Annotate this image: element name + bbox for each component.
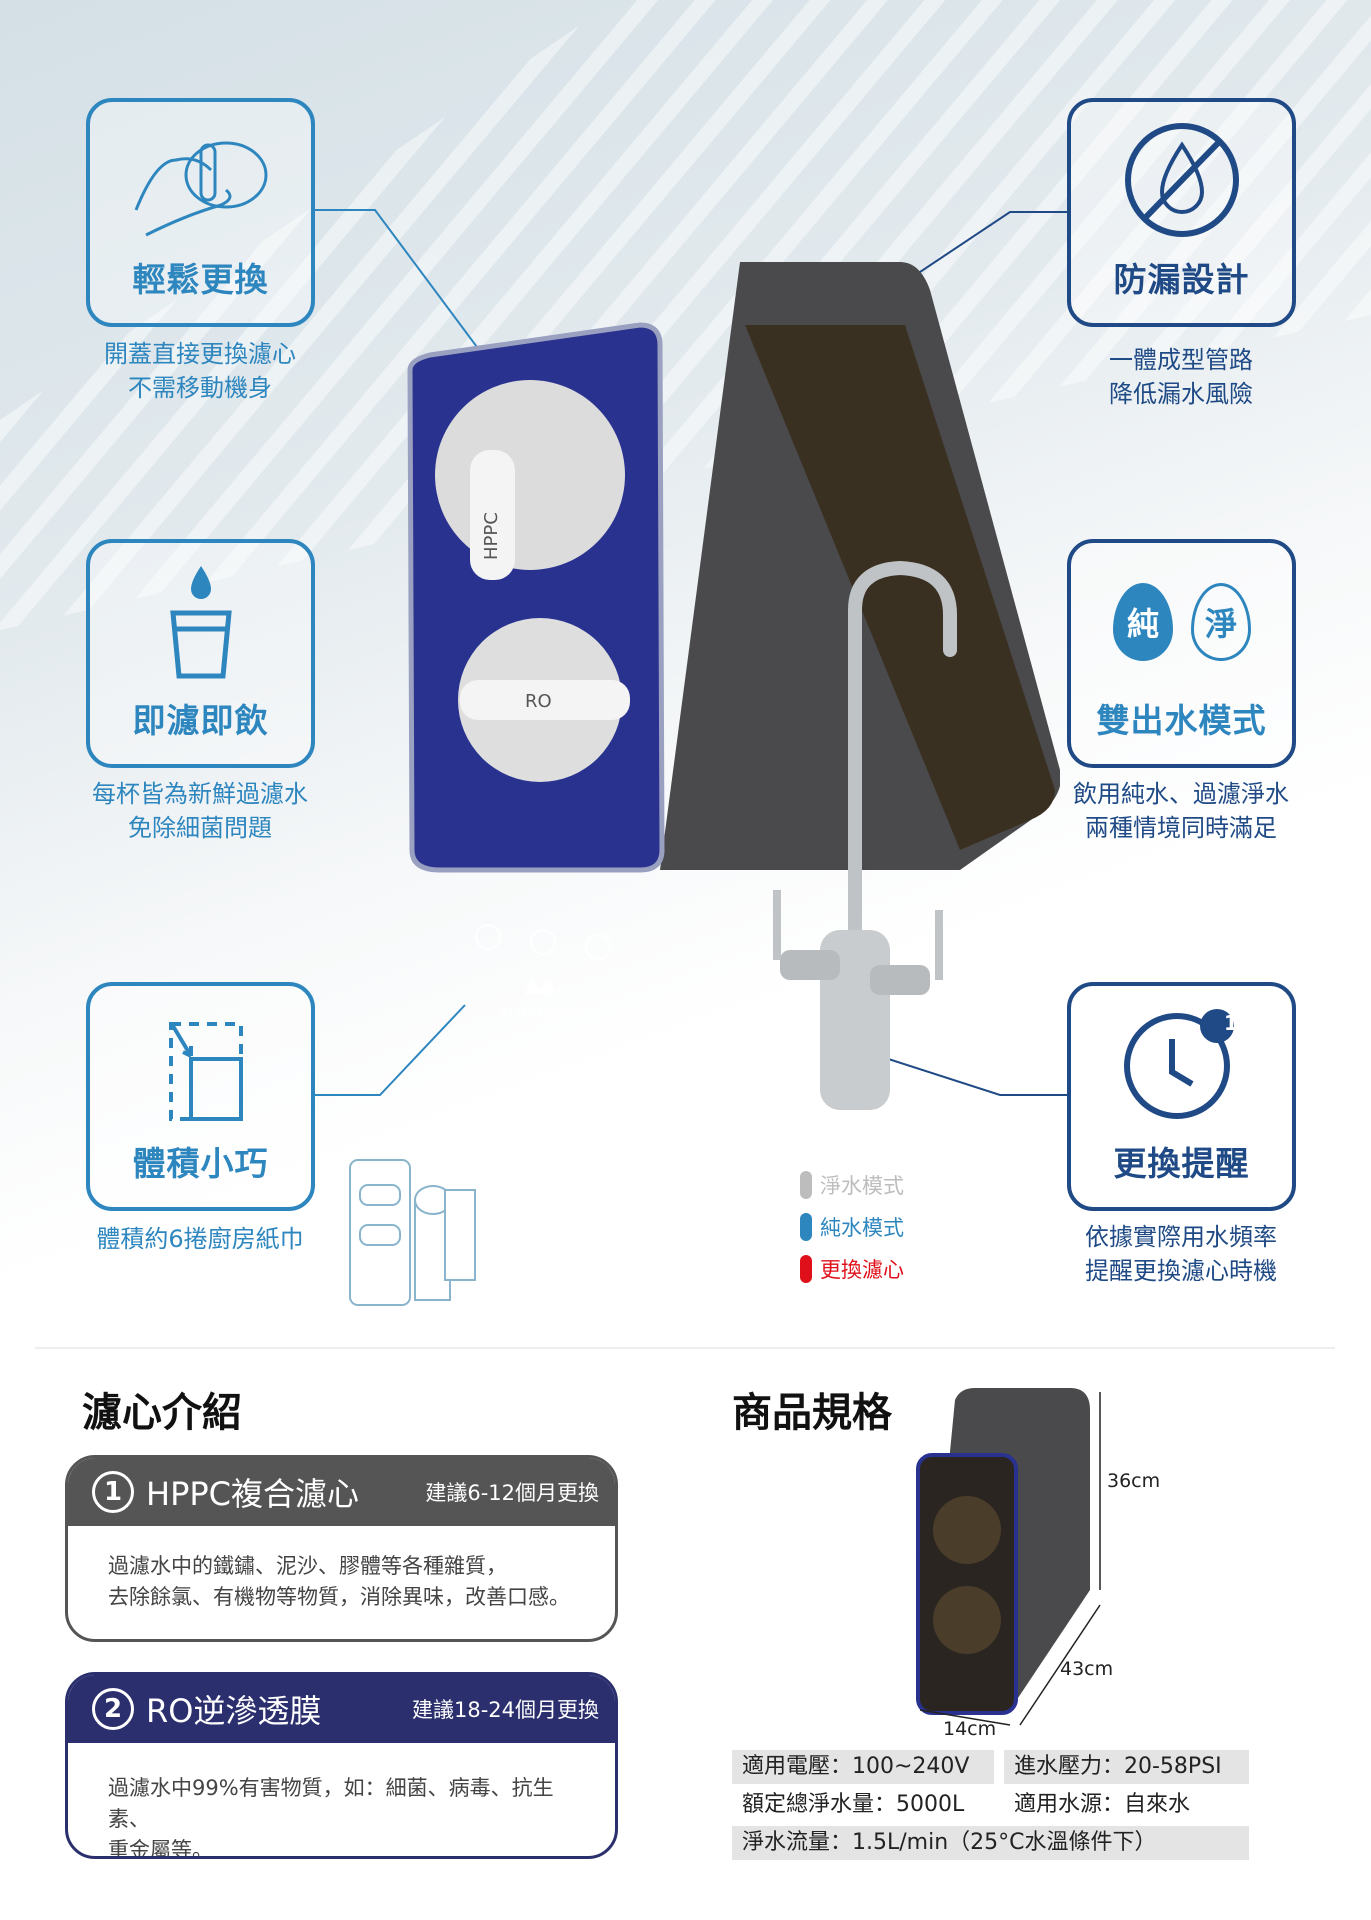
- feature-title: 輕鬆更換: [132, 260, 269, 299]
- feature-card-easy-replace: 輕鬆更換: [86, 98, 315, 327]
- clock-reminder-icon: [1123, 1009, 1234, 1119]
- feature-title: 更換提醒: [1113, 1144, 1250, 1183]
- filters-title: 濾心介紹: [82, 1390, 242, 1436]
- feature-desc: 體積約6捲廚房紙巾: [96, 1225, 304, 1253]
- feature-title: 雙出水模式: [1096, 701, 1267, 740]
- hero-background: [0, 0, 1371, 1340]
- water-cup-icon: [169, 566, 232, 679]
- spec-pressure: 進水壓力：20-58PSI: [1004, 1750, 1249, 1784]
- reminder-badge: 1: [1224, 1011, 1238, 1035]
- feature-desc: 飲用純水、過濾淨水兩種情境同時滿足: [1073, 780, 1289, 842]
- filtered-water-badge: 淨: [1191, 583, 1251, 661]
- specs-title: 商品規格: [732, 1390, 892, 1436]
- width-dimension: 14cm: [943, 1718, 997, 1740]
- no-leak-icon: [1124, 123, 1239, 237]
- feature-card-leak-proof: 防漏設計: [1067, 98, 1296, 327]
- section-divider: [35, 1347, 1335, 1349]
- feature-desc: 開蓋直接更換濾心不需移動機身: [104, 340, 296, 402]
- feature-desc: 依據實際用水頻率提醒更換濾心時機: [1085, 1223, 1277, 1285]
- hppc-label: HPPC: [481, 512, 502, 560]
- hppc-button-icon: [475, 924, 501, 950]
- ro-button-icon: [530, 929, 556, 955]
- feature-desc: 每杯皆為新鮮過濾水免除細菌問題: [92, 780, 308, 842]
- feature-title: 即濾即飲: [132, 701, 269, 740]
- height-dimension: 36cm: [1107, 1470, 1161, 1492]
- depth-dimension: 43cm: [1060, 1658, 1114, 1680]
- legend-item: 純水模式: [800, 1212, 904, 1242]
- feature-card-reminder: 1 更換提醒: [1067, 982, 1296, 1211]
- legend-item: 更換濾心: [800, 1254, 904, 1284]
- hand-twist-icon: [134, 141, 267, 237]
- paper-towel-outline-icon: [349, 1159, 476, 1306]
- power-button-icon: [585, 934, 611, 960]
- hppc-filter-cap: [435, 380, 625, 570]
- spec-water-source: 適用水源：自來水: [1014, 1792, 1191, 1817]
- faucet: [848, 560, 957, 997]
- spec-flow: 淨水流量：1.5L/min（25°C水溫條件下）: [732, 1826, 1249, 1860]
- compact-size-icon: [168, 1022, 243, 1121]
- spec-capacity: 額定總淨水量：5000L: [742, 1792, 965, 1817]
- crown-icon: [525, 980, 555, 995]
- spec-voltage: 適用電壓：100~240V: [732, 1750, 994, 1784]
- spec-table: 適用電壓：100~240V 進水壓力：20-58PSI 額定總淨水量：5000L 適…: [732, 1748, 1249, 1862]
- feature-card-instant-drink: 即濾即飲: [86, 539, 315, 768]
- ro-label: RO: [525, 691, 552, 712]
- pure-water-badge: 純: [1113, 583, 1173, 661]
- legend-item: 淨水模式: [800, 1170, 904, 1200]
- feature-desc: 一體成型管路降低漏水風險: [1109, 346, 1253, 408]
- product-image: HPPC RO SUPURIOR: [407, 262, 1060, 1110]
- product-dimension-image: [916, 1388, 1101, 1726]
- feature-title: 體積小巧: [132, 1144, 269, 1183]
- feature-title: 防漏設計: [1113, 260, 1250, 299]
- feature-card-dual-mode: 純 淨 雙出水模式: [1067, 539, 1296, 768]
- feature-card-compact: 體積小巧: [86, 982, 315, 1211]
- brand-logo: SUPURIOR: [499, 1005, 582, 1024]
